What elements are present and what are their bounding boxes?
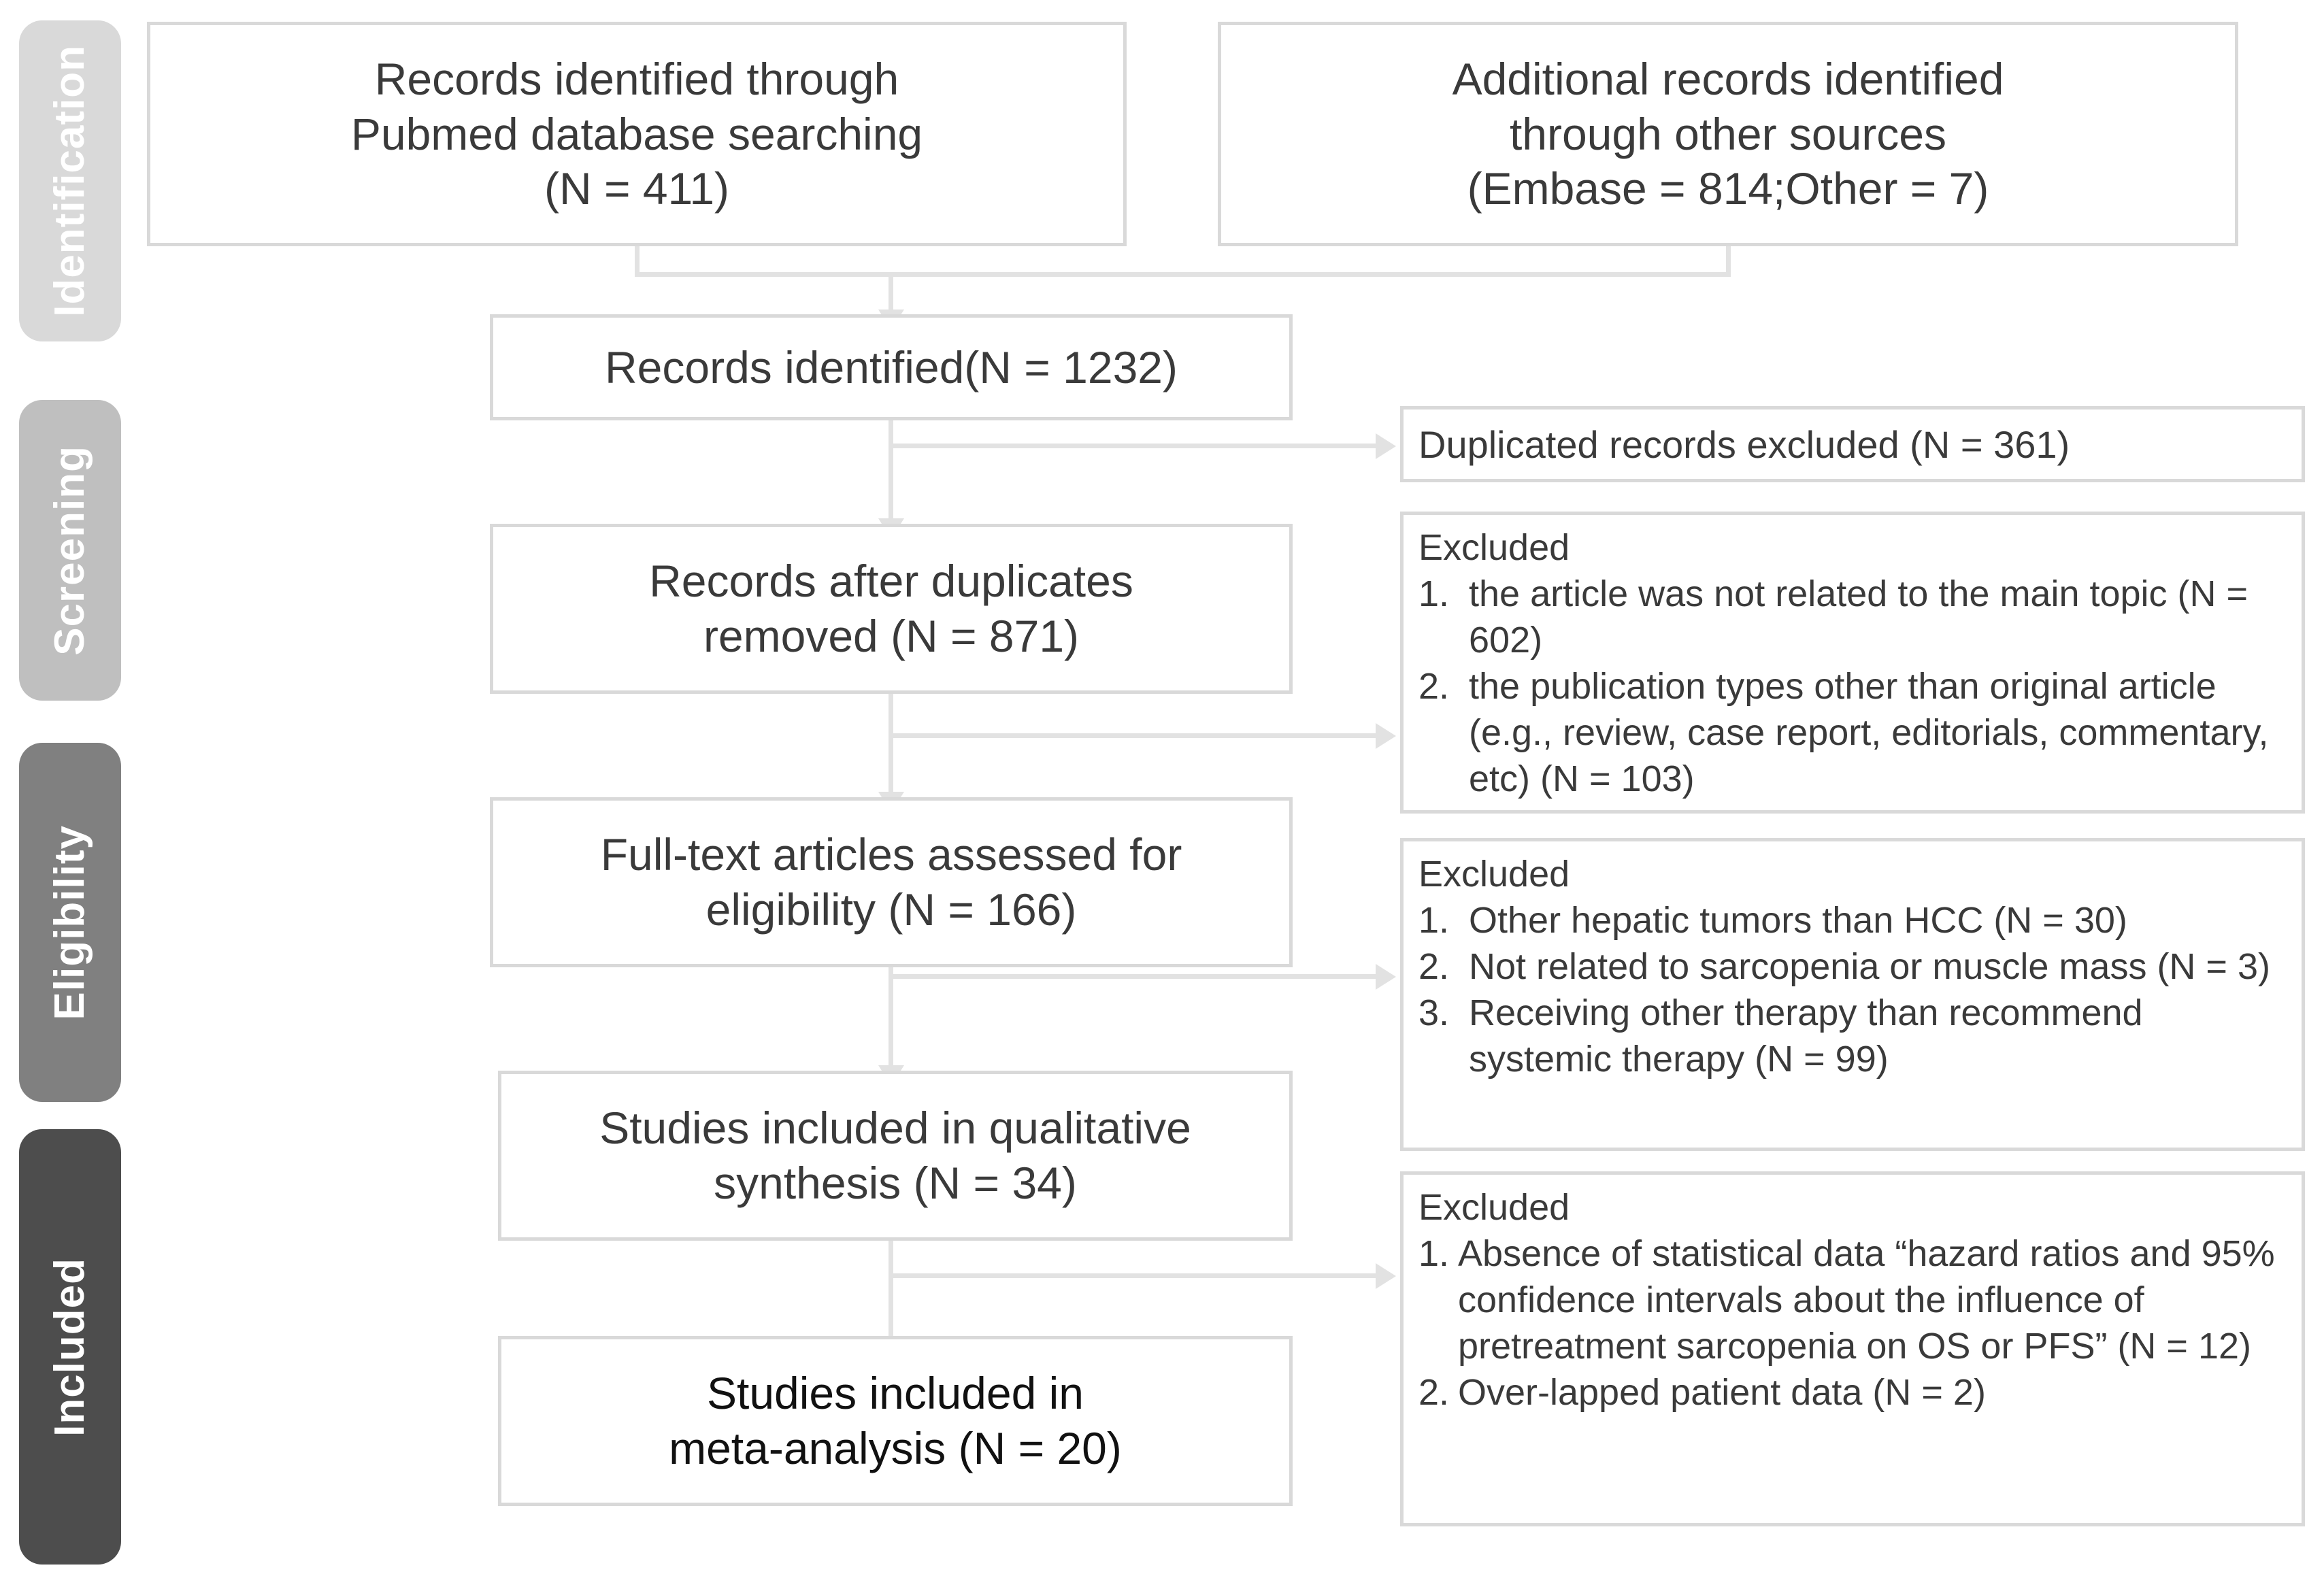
box-duplicated-records-excluded: Duplicated records excluded (N = 361): [1400, 406, 2305, 482]
list-item-number: 1.: [1418, 1233, 1450, 1275]
stage-tab-eligibility: Eligibility: [19, 743, 121, 1102]
list-item-number: 3.: [1418, 992, 1450, 1034]
list-item: 2. Not related to sarcopenia or muscle m…: [1418, 943, 2289, 990]
arrow-into-excluded-eligibility: [1376, 964, 1396, 990]
stage-tab-included: Included: [19, 1129, 121, 1565]
box-records-identified-text: Records identified(N = 1232): [605, 341, 1178, 392]
connector-identified-to-duplicates: [889, 444, 1377, 448]
list-item-number: 1.: [1418, 900, 1450, 941]
excluded-included-list: 1. Absence of statistical data “hazard r…: [1418, 1231, 2289, 1416]
excluded-eligibility-list: 1. Other hepatic tumors than HCC (N = 30…: [1418, 897, 2289, 1082]
connector-fulltext-drop: [889, 967, 893, 1071]
connector-other-drop: [1726, 246, 1731, 276]
box-records-pubmed: Records identified through Pubmed databa…: [147, 22, 1127, 246]
list-item-text: Over-lapped patient data (N = 2): [1458, 1372, 1986, 1414]
connector-join-to-identified: [889, 272, 893, 314]
connector-dedup-drop: [889, 694, 893, 797]
list-item-text: Other hepatic tumors than HCC (N = 30): [1469, 900, 2127, 941]
arrow-into-duplicates-excluded: [1376, 433, 1396, 459]
box-excluded-included: Excluded 1. Absence of statistical data …: [1400, 1171, 2305, 1526]
list-item-number: 1.: [1418, 573, 1450, 615]
list-item: 1. the article was not related to the ma…: [1418, 571, 2289, 663]
connector-dedup-to-excluded: [889, 733, 1377, 738]
list-item-text: Absence of statistical data “hazard rati…: [1458, 1233, 2275, 1367]
stage-tab-screening: Screening: [19, 400, 121, 701]
list-item: 2. the publication types other than orig…: [1418, 663, 2289, 802]
stage-label-included: Included: [46, 1257, 93, 1437]
list-item-number: 2.: [1418, 666, 1450, 707]
box-qualitative-synthesis: Studies included in qualitative synthesi…: [498, 1071, 1293, 1241]
box-records-after-duplicates: Records after duplicates removed (N = 87…: [490, 524, 1293, 694]
connector-identified-drop: [889, 420, 893, 524]
list-item-text: the article was not related to the main …: [1469, 573, 2248, 661]
box-fulltext-assessed: Full-text articles assessed for eligibil…: [490, 797, 1293, 967]
box-records-other-sources: Additional records identified through ot…: [1218, 22, 2238, 246]
list-item-text: the publication types other than origina…: [1469, 666, 2269, 800]
list-item: 1. Other hepatic tumors than HCC (N = 30…: [1418, 897, 2289, 943]
box-records-after-duplicates-text: Records after duplicates removed (N = 87…: [649, 556, 1133, 661]
box-excluded-included-title: Excluded: [1418, 1187, 1570, 1228]
excluded-screening-list: 1. the article was not related to the ma…: [1418, 571, 2289, 802]
box-excluded-eligibility: Excluded 1. Other hepatic tumors than HC…: [1400, 838, 2305, 1151]
connector-sources-join: [635, 272, 1731, 277]
stage-label-screening: Screening: [46, 445, 93, 656]
list-item: 2. Over-lapped patient data (N = 2): [1418, 1369, 2289, 1416]
connector-pubmed-drop: [635, 246, 640, 276]
list-item-text: Receiving other therapy than recommend s…: [1469, 992, 2143, 1080]
box-excluded-screening-title: Excluded: [1418, 527, 1570, 568]
arrow-into-excluded-included: [1376, 1263, 1396, 1289]
box-fulltext-assessed-text: Full-text articles assessed for eligibil…: [600, 829, 1182, 935]
box-records-identified: Records identified(N = 1232): [490, 314, 1293, 420]
box-meta-analysis: Studies included in meta-analysis (N = 2…: [498, 1336, 1293, 1506]
list-item: 1. Absence of statistical data “hazard r…: [1418, 1231, 2289, 1369]
box-excluded-eligibility-title: Excluded: [1418, 854, 1570, 894]
box-duplicated-records-excluded-text: Duplicated records excluded (N = 361): [1418, 422, 2070, 466]
box-qualitative-synthesis-text: Studies included in qualitative synthesi…: [599, 1103, 1191, 1208]
stage-label-identification: Identification: [46, 45, 93, 317]
list-item-number: 2.: [1418, 1372, 1450, 1414]
stage-tab-identification: Identification: [19, 20, 121, 341]
stage-label-eligibility: Eligibility: [46, 824, 93, 1020]
arrow-into-excluded-screening: [1376, 723, 1396, 749]
box-meta-analysis-text: Studies included in meta-analysis (N = 2…: [669, 1368, 1122, 1473]
list-item-number: 2.: [1418, 946, 1450, 988]
box-records-other-sources-text: Additional records identified through ot…: [1452, 54, 2004, 214]
box-records-pubmed-text: Records identified through Pubmed databa…: [350, 54, 923, 214]
list-item-text: Not related to sarcopenia or muscle mass…: [1469, 946, 2270, 988]
connector-fulltext-to-excluded: [889, 974, 1377, 979]
connector-qualitative-to-excluded: [889, 1273, 1377, 1278]
connector-qualitative-drop: [889, 1241, 893, 1344]
box-excluded-screening: Excluded 1. the article was not related …: [1400, 512, 2305, 814]
list-item: 3. Receiving other therapy than recommen…: [1418, 990, 2289, 1082]
